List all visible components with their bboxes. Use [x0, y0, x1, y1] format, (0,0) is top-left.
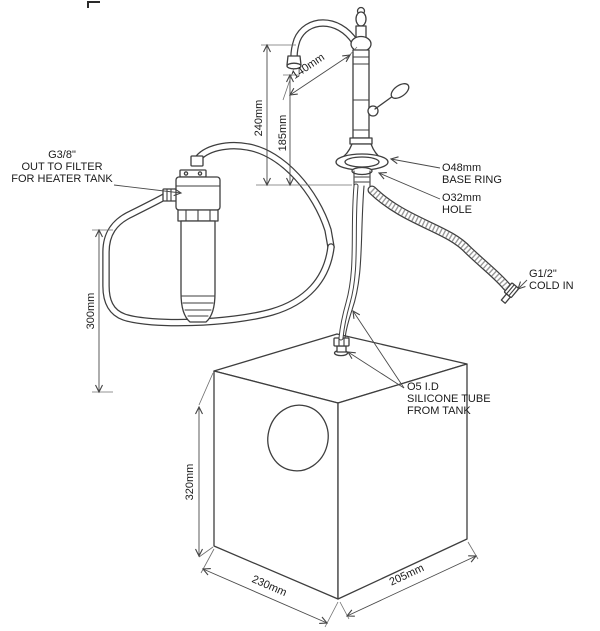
callout-filter-out-line2: OUT TO FILTER [21, 161, 102, 173]
silicone-tube [338, 183, 365, 341]
callout-cold-in: G1/2" COLD IN [517, 268, 574, 292]
dimension-320mm: 320mm [184, 372, 214, 558]
water-filter [162, 155, 221, 323]
cold-in-fitting [500, 282, 520, 304]
dimension-240mm: 240mm [253, 43, 352, 187]
callout-filter-out-line1: G3/8" [48, 149, 76, 161]
faucet [286, 6, 410, 187]
faucet-handle [367, 83, 410, 117]
heater-tank [213, 333, 468, 600]
dimension-300mm-label: 300mm [85, 293, 97, 330]
dimension-300mm: 300mm [85, 228, 113, 394]
callout-silicone-tube-line1: O5 I.D [407, 381, 439, 393]
callout-mount-hole: O32mm HOLE [377, 171, 481, 216]
callout-silicone-tube-line3: FROM TANK [407, 405, 471, 417]
dimension-230mm-label: 230mm [250, 573, 288, 599]
callout-filter-out-line3: FOR HEATER TANK [11, 173, 113, 185]
mount-shank [351, 166, 373, 176]
dimension-240mm-label: 240mm [253, 100, 265, 137]
callout-silicone-tube-line2: SILICONE TUBE [407, 393, 491, 405]
callout-cold-in-line2: COLD IN [529, 280, 574, 292]
callout-base-ring: O48mm BASE RING [389, 156, 502, 186]
callout-mount-hole-line1: O32mm [442, 192, 481, 204]
callout-mount-hole-line2: HOLE [442, 204, 472, 216]
dimension-320mm-label: 320mm [184, 464, 196, 501]
braided-hose [367, 185, 520, 304]
copper-tube-loop [102, 141, 335, 327]
dimension-185mm-label: 185mm [277, 115, 289, 152]
callout-filter-out: G3/8" OUT TO FILTER FOR HEATER TANK [11, 149, 183, 197]
tank-front-circle [267, 404, 329, 472]
callout-base-ring-line2: BASE RING [442, 174, 502, 186]
callout-base-ring-line1: O48mm [442, 162, 481, 174]
callout-cold-in-line1: G1/2" [529, 268, 557, 280]
callout-silicone-tube: O5 I.D SILICONE TUBE FROM TANK [346, 309, 491, 417]
corner-mark [87, 1, 100, 8]
